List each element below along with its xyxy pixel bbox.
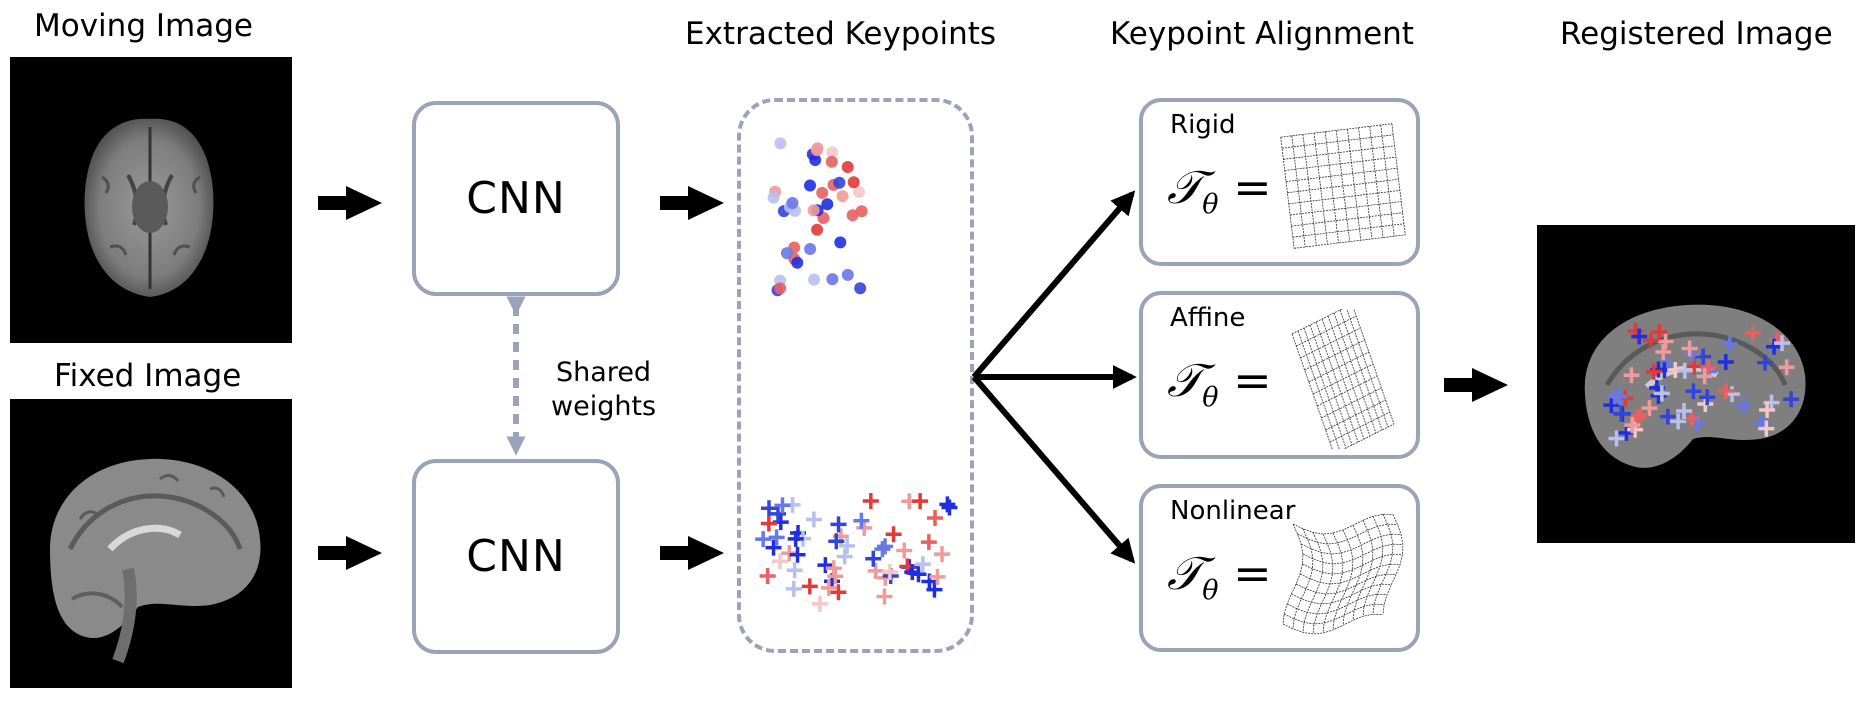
keypoint-cross xyxy=(1759,402,1776,419)
cnn-top-label: CNN xyxy=(466,173,566,224)
keypoint-cross xyxy=(1717,354,1734,371)
heading-moving-image: Moving Image xyxy=(34,8,253,44)
rigid-label: Rigid xyxy=(1170,110,1236,140)
keypoint-cross xyxy=(1758,420,1775,437)
keypoint-cross xyxy=(1670,413,1687,430)
keypoint-cross xyxy=(1766,338,1783,355)
keypoint-cross xyxy=(1717,382,1734,399)
arrow-alignment-to-registered xyxy=(1444,368,1508,402)
keypoint-cross xyxy=(1696,368,1713,385)
keypoint-cross xyxy=(1645,363,1662,380)
keypoint-cross xyxy=(1686,358,1703,375)
keypoint-cross xyxy=(1700,359,1717,376)
arrow-cnn-bottom-to-keypoints xyxy=(660,536,724,570)
affine-transform-box: Affine 𝒯θ = xyxy=(1139,291,1420,459)
fixed-image xyxy=(10,399,292,688)
nonlinear-transform-box: Nonlinear 𝒯θ = xyxy=(1139,484,1420,652)
arrow-moving-to-cnn xyxy=(318,186,382,220)
cnn-bottom-label: CNN xyxy=(466,531,566,582)
moving-image xyxy=(10,57,292,343)
keypoint-cross xyxy=(1613,405,1630,422)
keypoint-cross xyxy=(1774,335,1791,352)
keypoint-cross xyxy=(1642,332,1659,349)
keypoint-cross xyxy=(1699,389,1716,406)
rigid-equation: 𝒯θ = xyxy=(1167,160,1272,221)
keypoint-cross xyxy=(1603,397,1620,414)
heading-fixed-image: Fixed Image xyxy=(54,358,242,394)
keypoint-cross xyxy=(1623,367,1640,384)
keypoint-cross xyxy=(1653,385,1670,402)
keypoint-cross xyxy=(1632,407,1649,424)
arrow-fixed-to-cnn xyxy=(318,536,382,570)
shared-weights-label: Shared weights xyxy=(551,356,656,424)
affine-equation: 𝒯θ = xyxy=(1167,353,1272,414)
keypoint-cross xyxy=(1683,410,1700,427)
keypoint-cross xyxy=(1735,397,1752,414)
keypoint-cross xyxy=(1778,359,1795,376)
keypoint-cross xyxy=(1744,325,1761,342)
shared-weights-line2: weights xyxy=(551,391,657,422)
nonlinear-equation: 𝒯θ = xyxy=(1167,546,1272,607)
registered-image xyxy=(1537,225,1855,543)
rigid-transform-box: Rigid 𝒯θ = xyxy=(1139,98,1420,266)
keypoint-cross xyxy=(1695,348,1712,365)
keypoint-cross xyxy=(1611,388,1628,405)
affine-label: Affine xyxy=(1170,303,1246,333)
keypoint-cross xyxy=(1685,383,1702,400)
branch-arrows xyxy=(971,190,1137,564)
keypoint-cross xyxy=(1631,328,1648,345)
keypoint-cross xyxy=(1657,333,1674,350)
shared-weights-line1: Shared xyxy=(556,357,652,388)
keypoint-cross xyxy=(1676,362,1693,379)
cnn-bottom-box: CNN xyxy=(412,459,620,654)
keypoint-cross xyxy=(1655,344,1672,361)
rigid-grid-icon xyxy=(1280,123,1406,249)
extracted-keypoints-panel xyxy=(737,98,974,653)
heading-registered-image: Registered Image xyxy=(1560,16,1833,52)
keypoint-cross xyxy=(1651,323,1668,340)
keypoint-cross xyxy=(1721,336,1738,353)
keypoint-cross xyxy=(1608,430,1625,447)
heading-keypoint-alignment: Keypoint Alignment xyxy=(1110,16,1414,52)
nonlinear-grid-icon xyxy=(1282,513,1404,635)
keypoint-cross xyxy=(1659,408,1676,425)
keypoint-cross xyxy=(1783,391,1800,408)
affine-grid-icon xyxy=(1291,309,1395,449)
nonlinear-label: Nonlinear xyxy=(1170,496,1296,526)
keypoint-cross xyxy=(1624,417,1641,434)
keypoint-cross xyxy=(1681,340,1698,357)
keypoint-cross xyxy=(1676,402,1693,419)
cnn-top-box: CNN xyxy=(412,101,620,296)
keypoint-cross xyxy=(1641,400,1658,417)
keypoint-cross xyxy=(1757,354,1774,371)
arrow-cnn-top-to-keypoints xyxy=(660,186,724,220)
heading-extracted-keypoints: Extracted Keypoints xyxy=(685,16,997,52)
